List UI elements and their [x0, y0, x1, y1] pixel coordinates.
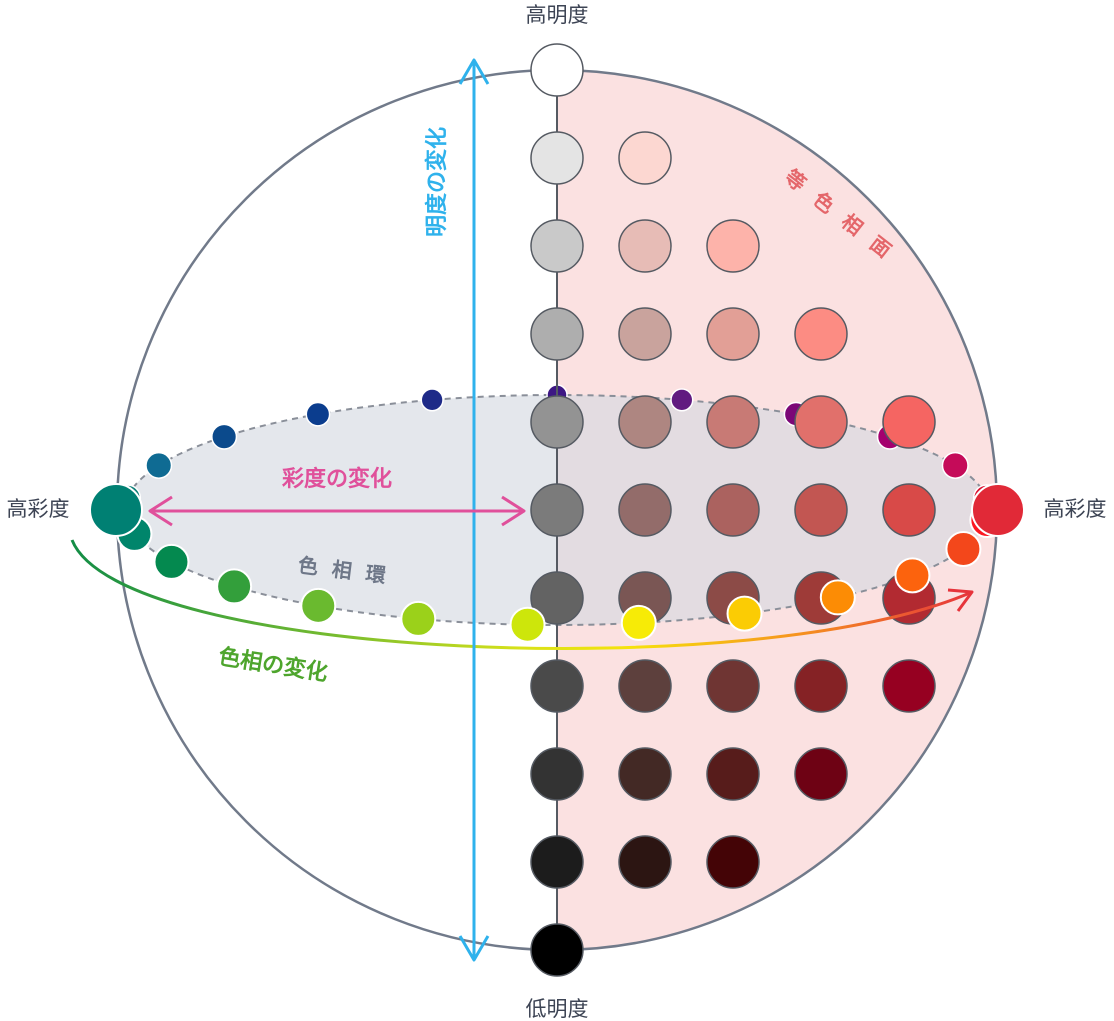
- gray-axis-dot: [530, 571, 584, 625]
- equal-hue-dot: [794, 747, 848, 801]
- hue-ring-front-dots: [89, 483, 1025, 643]
- hue-ring-dot: [216, 568, 253, 605]
- hue-ring-extreme-dot: [971, 483, 1025, 537]
- equal-hue-dot: [618, 131, 672, 185]
- hue-ring-extreme-dot: [89, 483, 143, 537]
- gray-axis-dot: [530, 659, 584, 713]
- gray-axis-dot: [530, 923, 584, 977]
- equal-hue-dot: [618, 747, 672, 801]
- hue-ring-dot: [400, 600, 437, 637]
- hue-change-arrow: [70, 539, 973, 650]
- gray-axis-dot: [530, 43, 584, 97]
- label-high-chroma-right: 高彩度: [1044, 497, 1107, 521]
- hue-ring-dot: [726, 595, 763, 632]
- equal-hue-dot: [706, 835, 760, 889]
- hue-ring-dot: [670, 388, 694, 412]
- gray-axis-dots: [530, 43, 584, 977]
- label-high-chroma-left: 高彩度: [7, 497, 70, 521]
- label-low-lightness: 低明度: [526, 997, 589, 1021]
- equal-hue-dot: [706, 747, 760, 801]
- equal-hue-dot: [706, 219, 760, 273]
- equal-hue-dot: [794, 395, 848, 449]
- hue-ring-dot: [819, 579, 856, 616]
- hue-ring-dot: [300, 587, 337, 624]
- hue-ring-dot: [153, 543, 190, 580]
- equal-hue-dot: [882, 395, 936, 449]
- label-high-lightness: 高明度: [526, 3, 589, 27]
- equal-hue-dot: [706, 659, 760, 713]
- gray-axis-dot: [530, 219, 584, 273]
- gray-axis-dot: [530, 131, 584, 185]
- hue-ring-dot: [211, 423, 238, 450]
- hue-ring-dot: [420, 388, 444, 412]
- equal-hue-dot: [618, 307, 672, 361]
- equal-hue-dot: [618, 483, 672, 537]
- label-lightness-change: 明度の変化: [424, 127, 450, 237]
- equal-hue-dot: [618, 835, 672, 889]
- gray-axis-dot: [530, 307, 584, 361]
- hue-change-arrowhead: [947, 588, 974, 612]
- hue-ring-dot: [941, 451, 969, 479]
- equal-hue-dot: [618, 219, 672, 273]
- equal-hue-dot: [882, 659, 936, 713]
- equal-hue-dot: [618, 395, 672, 449]
- equal-hue-dot: [706, 483, 760, 537]
- equal-hue-dots: [618, 131, 936, 889]
- equal-hue-dot: [618, 659, 672, 713]
- gray-axis-dot: [530, 483, 584, 537]
- hue-ring-dot: [145, 451, 173, 479]
- hue-ring-dot: [894, 557, 931, 594]
- label-hue-change: 色相の変化: [217, 644, 330, 687]
- equal-hue-dot: [882, 483, 936, 537]
- gray-axis-dot: [530, 835, 584, 889]
- gray-axis-dot: [530, 747, 584, 801]
- gray-axis-dot: [530, 395, 584, 449]
- hue-ring-dot: [620, 604, 657, 641]
- hue-ring-dot: [305, 401, 331, 427]
- equal-hue-dot: [706, 307, 760, 361]
- equal-hue-dot: [794, 307, 848, 361]
- equal-hue-dot: [794, 659, 848, 713]
- equal-hue-dot: [706, 395, 760, 449]
- equal-hue-dot: [794, 483, 848, 537]
- hue-ring-dot: [945, 530, 982, 567]
- label-chroma-change: 彩度の変化: [281, 466, 392, 492]
- chroma-arrow: [148, 495, 526, 527]
- hue-ring-dot: [509, 606, 546, 643]
